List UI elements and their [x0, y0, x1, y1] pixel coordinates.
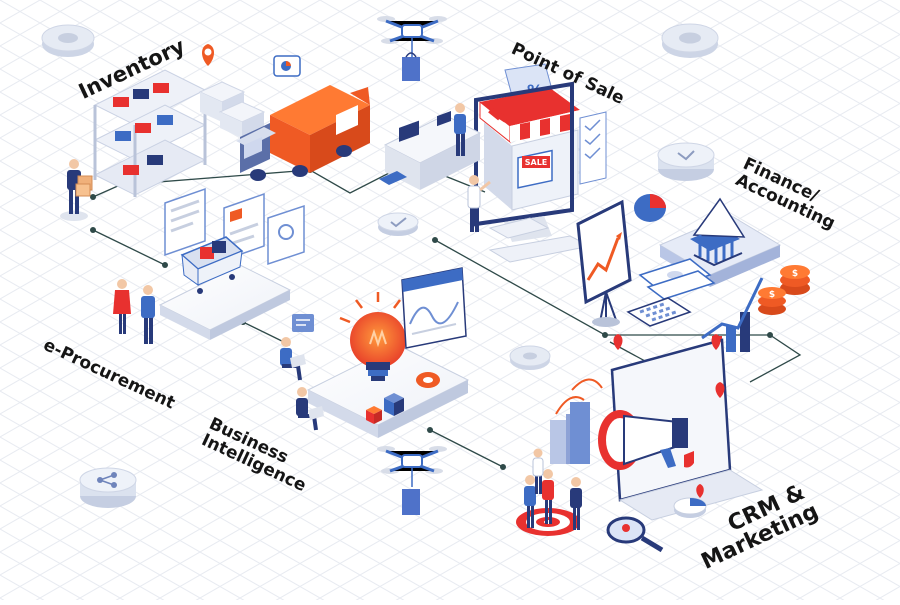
- chat-bubble-icon: [292, 314, 314, 332]
- calculator-icon: [626, 297, 692, 327]
- share-disc-icon: [79, 467, 137, 508]
- lightbulb-icon: [339, 292, 417, 381]
- drone-icon: [377, 446, 447, 515]
- warehouse-shelf: [93, 69, 207, 197]
- shop-storefront: SALE: [479, 88, 580, 211]
- megaphone-icon: [598, 410, 688, 470]
- pie-chart-bubble-icon: [273, 55, 301, 77]
- svg-text:$: $: [769, 290, 775, 300]
- person-figure: [570, 477, 582, 530]
- data-cube: [366, 406, 382, 424]
- growth-chart-easel: [576, 199, 632, 327]
- delivery-truck: [236, 85, 370, 181]
- platform: [306, 344, 470, 438]
- crm-marketing-cluster: [516, 334, 764, 553]
- coin-stack-icon: $: [780, 265, 810, 295]
- checklist-icon: [579, 111, 607, 185]
- donut-chart-icon: [416, 372, 440, 388]
- browser-window: [164, 187, 206, 257]
- cardboard-boxes: [198, 81, 266, 138]
- laptop: [610, 338, 764, 521]
- drone-icon: [377, 16, 447, 81]
- analytics-screen: [401, 267, 467, 349]
- customer-figure: [467, 175, 491, 232]
- business-intelligence-cluster: [280, 267, 470, 438]
- check-disc-icon: [377, 212, 419, 236]
- svg-text:$: $: [792, 269, 798, 279]
- inventory-cluster: [60, 44, 370, 221]
- svg-text:SALE: SALE: [525, 158, 548, 167]
- podium-columns: [550, 378, 603, 464]
- map-pin-icon: [613, 334, 623, 350]
- data-cube: [384, 393, 404, 416]
- gear-icon: [661, 23, 719, 58]
- browser-window: [267, 204, 305, 266]
- keyboard: [488, 217, 550, 239]
- shopper-figure: [454, 103, 466, 156]
- worker-figure: [60, 159, 93, 221]
- magnifier-icon: [606, 516, 664, 553]
- location-pin-icon: [202, 44, 214, 66]
- map-pin-icon: [711, 334, 721, 350]
- person-figure: [542, 469, 554, 524]
- person-with-laptop: [296, 387, 324, 431]
- person-figure: [113, 279, 131, 334]
- coin-stack-icon: $: [758, 287, 786, 315]
- person-with-laptop: [280, 337, 306, 381]
- platform: [158, 264, 292, 340]
- magnet-icon: [684, 451, 694, 468]
- banknote-icon: [638, 258, 716, 300]
- database-disc-icon: [657, 142, 715, 181]
- person-figure: [532, 448, 544, 494]
- shopping-cart-icon: [180, 236, 244, 294]
- gear-icon: [509, 345, 551, 370]
- eprocurement-cluster: [113, 187, 305, 344]
- map-pin-icon: [696, 484, 704, 498]
- finance-cluster: $ $: [576, 194, 810, 352]
- person-figure: [141, 285, 155, 344]
- gear-icon: [41, 24, 95, 57]
- point-of-sale-cluster: % SALE: [379, 63, 607, 263]
- pie-chart-icon: [634, 194, 666, 222]
- pie-disc-icon: [673, 497, 707, 518]
- person-figure: [524, 475, 536, 528]
- map-pin-icon: [715, 382, 725, 398]
